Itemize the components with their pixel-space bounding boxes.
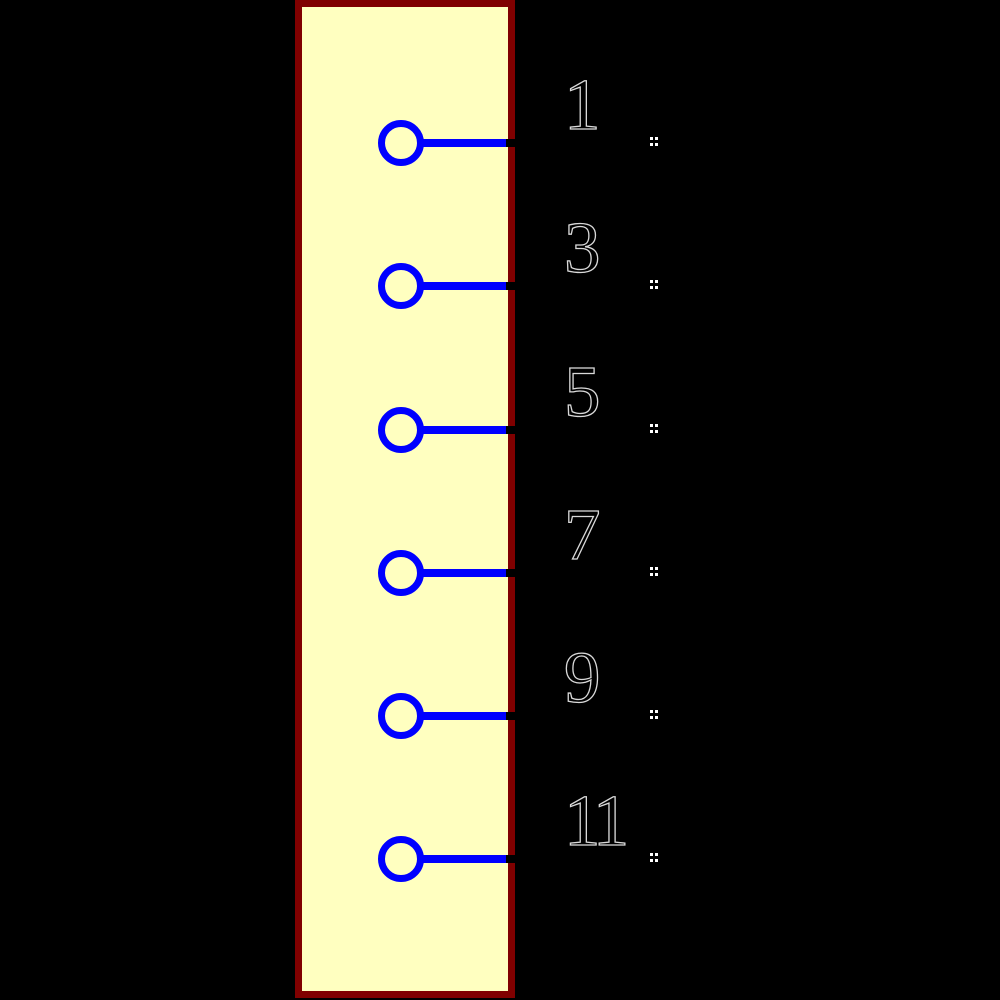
pin-endpoint <box>506 426 515 434</box>
pin-number-label: 9 <box>563 637 601 718</box>
pin-netname-dots-icon <box>650 424 653 427</box>
pin-endpoint <box>506 712 515 720</box>
pin-start-circle[interactable] <box>378 693 424 739</box>
pin-netname-dots-icon <box>650 710 653 713</box>
pin-endpoint <box>506 569 515 577</box>
pin-netname-dots-icon <box>650 280 653 283</box>
pin-number-label: 5 <box>563 351 601 432</box>
connector-symbol-body[interactable] <box>295 0 515 998</box>
pin-endpoint <box>506 282 515 290</box>
pin-start-circle[interactable] <box>378 836 424 882</box>
pin-endpoint <box>506 139 515 147</box>
pin-line[interactable] <box>420 426 507 434</box>
pin-line[interactable] <box>420 712 507 720</box>
pin-line[interactable] <box>420 569 507 577</box>
pin-line[interactable] <box>420 855 507 863</box>
pin-start-circle[interactable] <box>378 407 424 453</box>
pin-netname-dots-icon <box>650 137 653 140</box>
pin-start-circle[interactable] <box>378 263 424 309</box>
pin-number-label: 7 <box>563 494 601 575</box>
pin-netname-dots-icon <box>650 567 653 570</box>
pin-number-label: 11 <box>563 780 630 861</box>
pin-netname-dots-icon <box>650 853 653 856</box>
pin-number-label: 1 <box>563 64 601 145</box>
pin-number-label: 3 <box>563 207 601 288</box>
pin-line[interactable] <box>420 282 507 290</box>
pin-endpoint <box>506 855 515 863</box>
pin-line[interactable] <box>420 139 507 147</box>
pin-start-circle[interactable] <box>378 550 424 596</box>
pin-start-circle[interactable] <box>378 120 424 166</box>
